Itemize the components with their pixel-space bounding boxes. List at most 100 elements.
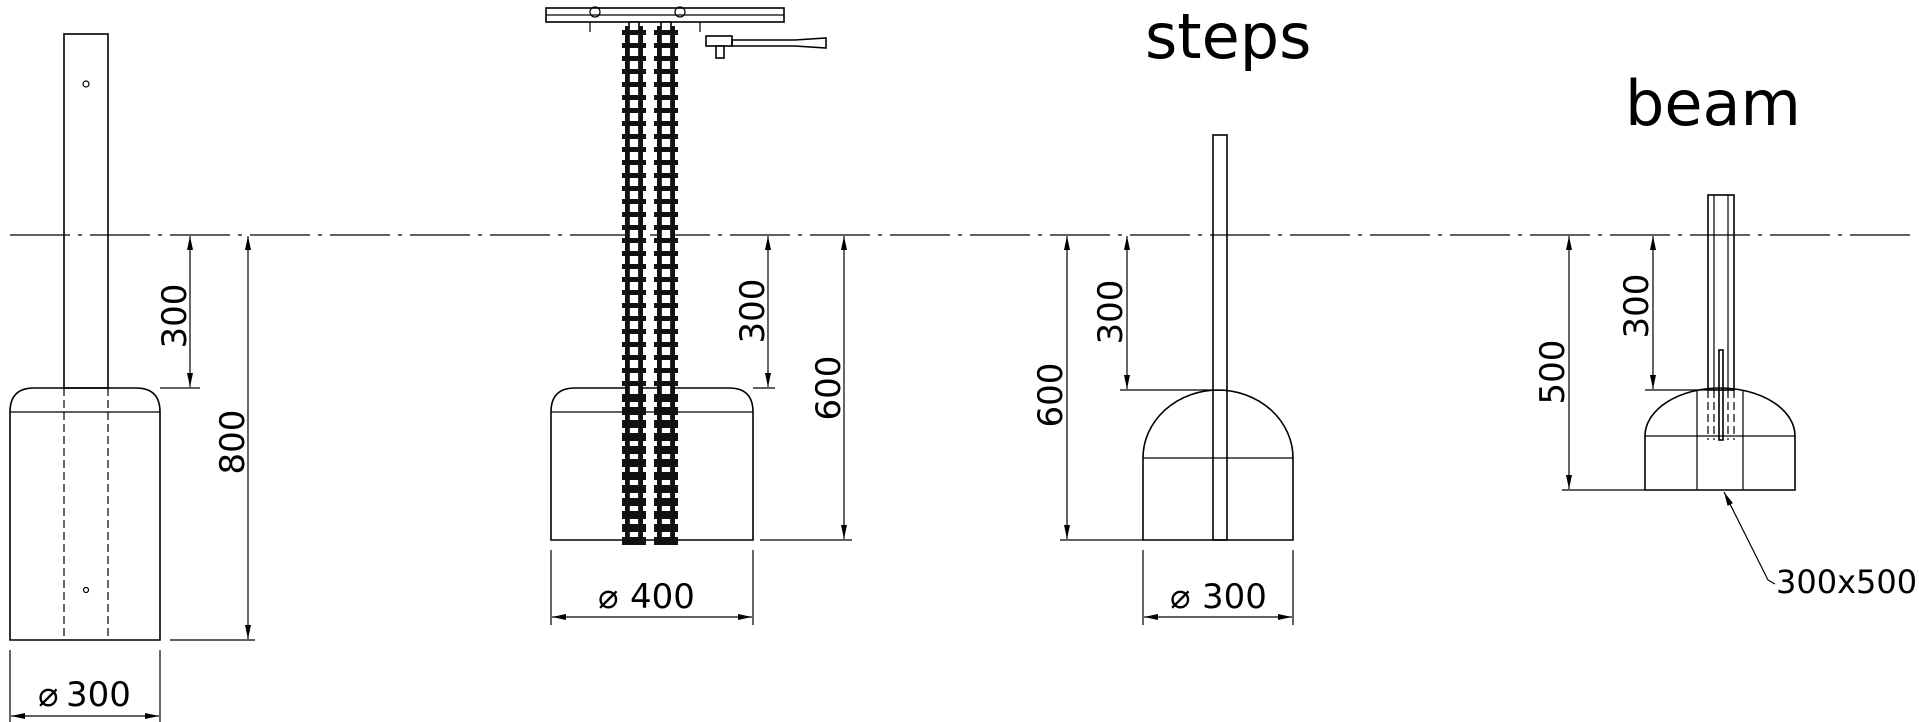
rebar-tie (622, 459, 646, 467)
rebar-tie (622, 381, 646, 386)
rebar-tie (622, 173, 646, 178)
rebar-tie (622, 30, 646, 35)
rebar-tie (654, 147, 678, 152)
rebar-tie (654, 433, 678, 441)
footing-2-arm-block (705, 35, 733, 47)
rebar-tie (654, 95, 678, 100)
rebar-tie (654, 472, 678, 480)
rebar-tie (622, 524, 646, 532)
rebar-tie (622, 355, 646, 360)
footing-3-dia-text: 300 (1202, 577, 1267, 617)
rebar-tie (654, 290, 678, 295)
footing-3-dia-symbol: ⌀ (1170, 577, 1190, 617)
title-beam: beam (1625, 67, 1801, 140)
rebar-tie (654, 329, 678, 334)
footing-4-leader-line (1723, 491, 1776, 585)
rebar-tie (654, 537, 678, 545)
rebar-tie (622, 134, 646, 139)
footing-2-dia-symbol: ⌀ (598, 577, 618, 617)
rebar-tie (622, 147, 646, 152)
rebar-tie (654, 446, 678, 454)
rebar-tie (654, 173, 678, 178)
rebar-tie (654, 251, 678, 256)
rebar-tie (622, 472, 646, 480)
footing-2-rebar-ties (622, 30, 678, 545)
footing-2-rebar-2 (639, 26, 643, 540)
rebar-tie (622, 277, 646, 282)
rebar-tie (622, 82, 646, 87)
rebar-tie (654, 212, 678, 217)
footing-4-size-callout: 300x500 (1776, 563, 1917, 601)
rebar-tie (654, 498, 678, 506)
rebar-tie (654, 121, 678, 126)
rebar-tie (622, 368, 646, 373)
rebar-tie (622, 290, 646, 295)
rebar-tie (622, 342, 646, 347)
rebar-tie (654, 277, 678, 282)
rebar-tie (654, 186, 678, 191)
footing-4: 500 300 300x500 (1533, 194, 1917, 601)
rebar-tie (654, 134, 678, 139)
footing-2-plate-bolt-2 (674, 6, 686, 18)
footing-4-dim500-text: 500 (1533, 340, 1573, 405)
rebar-tie (654, 459, 678, 467)
rebar-tie (654, 303, 678, 308)
footing-1: 300 800 ⌀ 300 (9, 33, 255, 722)
rebar-tie (654, 407, 678, 415)
rebar-tie (622, 498, 646, 506)
footing-1-dim800-text: 800 (213, 410, 253, 475)
rebar-tie (622, 121, 646, 126)
rebar-tie (654, 82, 678, 87)
footing-2: 300 600 ⌀ 400 (545, 6, 852, 625)
rebar-tie (654, 108, 678, 113)
rebar-tie (654, 160, 678, 165)
rebar-tie (622, 56, 646, 61)
footing-2-dia-text: 400 (630, 577, 695, 617)
footing-3-post (1212, 134, 1228, 541)
rebar-tie (654, 368, 678, 373)
footing-2-arm-stem (715, 45, 725, 59)
rebar-tie (622, 251, 646, 256)
footing-3: 600 300 ⌀ 300 (1031, 134, 1294, 625)
rebar-tie (654, 420, 678, 428)
rebar-tie (622, 199, 646, 204)
rebar-tie (654, 225, 678, 230)
rebar-tie (622, 303, 646, 308)
rebar-tie (622, 446, 646, 454)
footing-1-dia-text: 300 (66, 675, 131, 715)
rebar-tie (622, 264, 646, 269)
footing-1-bolt-hole-bottom (82, 586, 90, 594)
rebar-tie (654, 511, 678, 519)
title-steps: steps (1145, 0, 1311, 73)
rebar-tie (654, 355, 678, 360)
rebar-tie (622, 95, 646, 100)
rebar-tie (654, 342, 678, 347)
rebar-tie (654, 264, 678, 269)
rebar-tie (622, 407, 646, 415)
footing-2-body (550, 387, 754, 541)
footing-1-post (63, 33, 109, 389)
rebar-tie (622, 69, 646, 74)
footing-1-dim300-text: 300 (155, 284, 195, 349)
rebar-tie (622, 511, 646, 519)
rebar-tie (622, 316, 646, 321)
footing-2-dim300-text: 300 (733, 279, 773, 344)
rebar-tie (654, 30, 678, 35)
footing-3-dim300-text: 300 (1091, 280, 1131, 345)
footing-4-body (1644, 387, 1796, 491)
rebar-tie (622, 537, 646, 545)
rebar-tie (654, 485, 678, 493)
footing-1-dia-symbol: ⌀ (38, 675, 58, 715)
rebar-tie (622, 485, 646, 493)
rebar-tie (654, 56, 678, 61)
rebar-tie (622, 225, 646, 230)
footing-3-dim600-text: 600 (1031, 363, 1071, 428)
footing-2-plate-bolt-1 (589, 6, 601, 18)
rebar-tie (622, 329, 646, 334)
rebar-tie (622, 186, 646, 191)
rebar-tie (654, 43, 678, 48)
rebar-tie (654, 238, 678, 243)
footing-4-anchor-rod (1718, 349, 1724, 441)
footing-2-rebar-1 (625, 26, 629, 540)
